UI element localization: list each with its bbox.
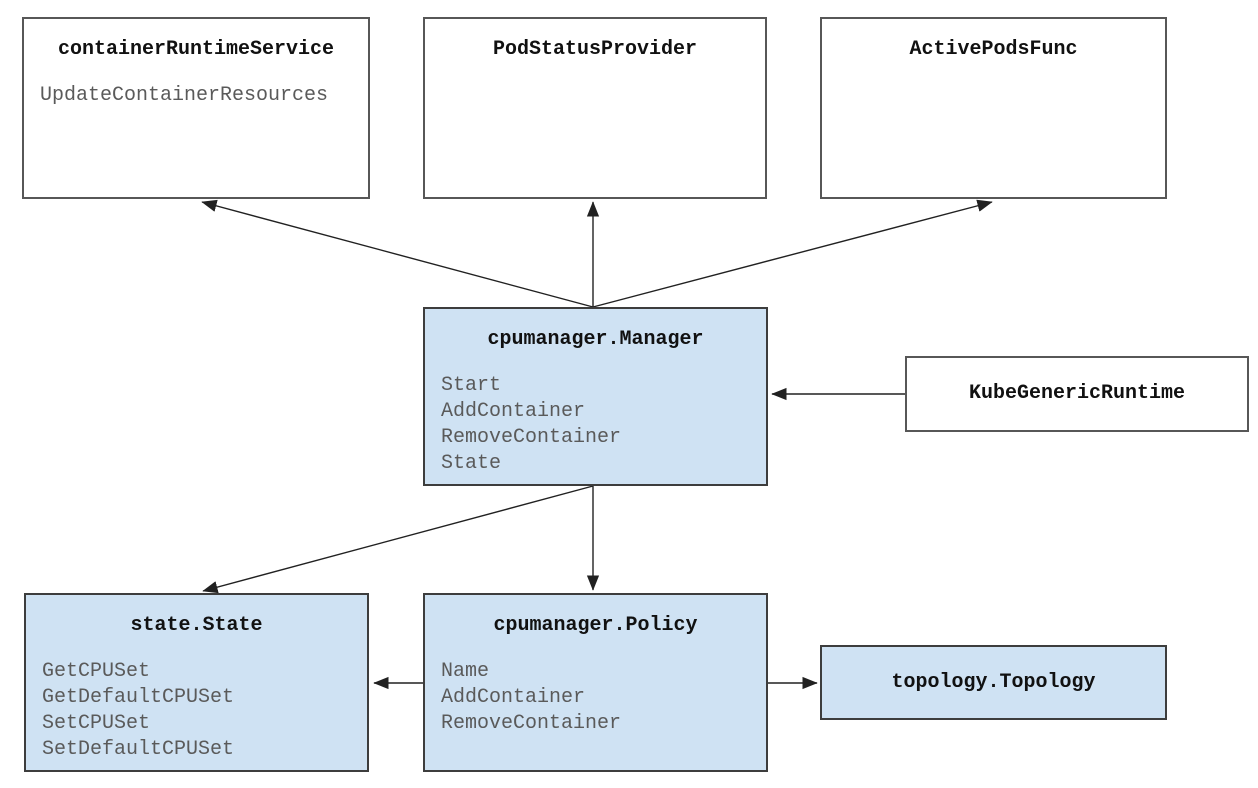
box-cpumanager-manager: cpumanager.Manager Start AddContainer Re… — [423, 307, 768, 486]
box-cpumanager-policy: cpumanager.Policy Name AddContainer Remo… — [423, 593, 768, 772]
box-title: cpumanager.Manager — [487, 328, 704, 351]
box-title: state.State — [130, 614, 263, 637]
box-state-state: state.State GetCPUSet GetDefaultCPUSet S… — [24, 593, 369, 772]
box-topology-topology: topology.Topology — [820, 645, 1167, 720]
method-set-default-cpuset: SetDefaultCPUSet — [42, 738, 235, 761]
box-title: cpumanager.Policy — [493, 614, 698, 637]
box-title: ActivePodsFunc — [909, 38, 1078, 61]
method-name: Name — [441, 660, 490, 683]
method-list: Start AddContainer RemoveContainer State — [441, 373, 766, 477]
method-start: Start — [441, 374, 502, 397]
arrow-manager-to-active-pods-func — [592, 199, 993, 308]
box-title: topology.Topology — [891, 670, 1096, 694]
box-container-runtime-service: containerRuntimeService UpdateContainerR… — [22, 17, 370, 199]
box-pod-status-provider: PodStatusProvider — [423, 17, 767, 199]
method-add-container: AddContainer — [441, 400, 586, 423]
method-remove-container: RemoveContainer — [441, 426, 622, 449]
box-kube-generic-runtime: KubeGenericRuntime — [905, 356, 1249, 432]
box-active-pods-func: ActivePodsFunc — [820, 17, 1167, 199]
method-list: UpdateContainerResources — [40, 83, 368, 109]
method-get-default-cpuset: GetDefaultCPUSet — [42, 686, 235, 709]
method-set-cpuset: SetCPUSet — [42, 712, 151, 735]
method-list: GetCPUSet GetDefaultCPUSet SetCPUSet Set… — [42, 659, 367, 763]
method-add-container: AddContainer — [441, 686, 586, 709]
method-list: Name AddContainer RemoveContainer — [441, 659, 766, 737]
method-remove-container: RemoveContainer — [441, 712, 622, 735]
arrow-manager-to-container-runtime-service — [201, 199, 594, 308]
box-title: PodStatusProvider — [492, 38, 698, 61]
method-state: State — [441, 452, 502, 475]
box-title: containerRuntimeService — [57, 38, 335, 61]
box-title: KubeGenericRuntime — [968, 382, 1186, 405]
arrow-manager-to-state-state — [202, 485, 594, 594]
method-update-container-resources: UpdateContainerResources — [40, 84, 329, 107]
method-get-cpuset: GetCPUSet — [42, 660, 151, 683]
